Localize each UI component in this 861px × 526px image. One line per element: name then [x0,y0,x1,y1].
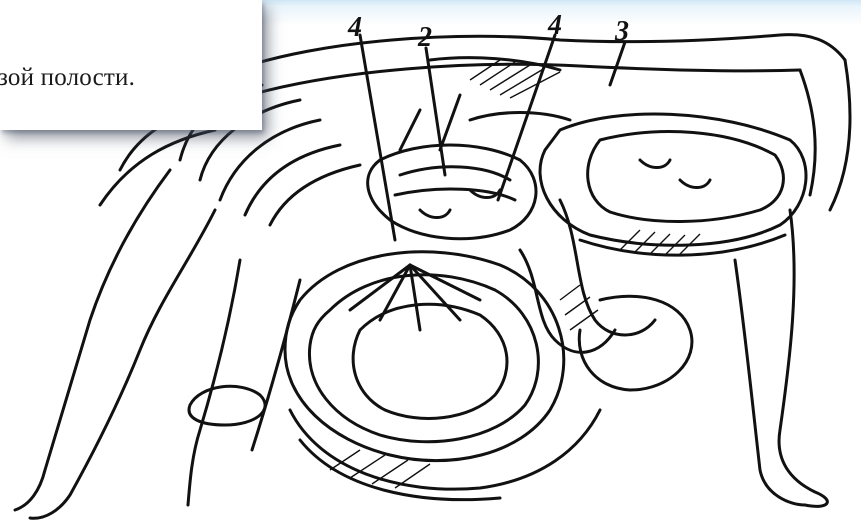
caption-text: зой полости. [0,64,135,92]
label-4-right: 4 [547,10,562,41]
caption-card: зой полости. [0,0,262,130]
label-4-left: 4 [347,12,362,43]
label-3: 3 [614,16,629,47]
figure-labels: 4 2 4 3 [347,10,629,53]
label-2: 2 [417,22,432,53]
